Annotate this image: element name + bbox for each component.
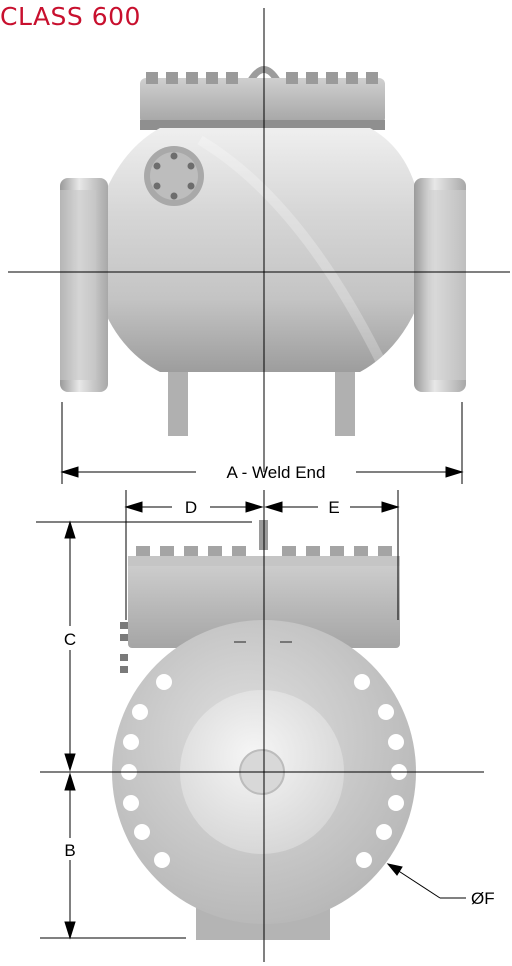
dim-label-d: D xyxy=(185,498,197,517)
dimension-a xyxy=(60,402,464,484)
end-side-bolts xyxy=(120,622,128,673)
page-title: CLASS 600 xyxy=(0,2,141,31)
side-view-valve xyxy=(60,66,466,436)
flange-bolt-holes xyxy=(121,674,407,868)
dimension-c-b xyxy=(36,520,252,940)
bonnet-bolts xyxy=(146,72,378,84)
dim-label-b: B xyxy=(64,841,75,860)
bonnet-cover xyxy=(140,78,385,124)
center-lines xyxy=(8,8,510,962)
support-leg-left xyxy=(168,360,188,436)
dim-label-a: A - Weld End xyxy=(227,463,326,482)
support-leg-right xyxy=(335,360,355,436)
dim-label-c: C xyxy=(64,630,76,649)
dim-label-f: ØF xyxy=(471,889,495,908)
dimension-f xyxy=(386,863,466,899)
dim-label-e: E xyxy=(328,498,339,517)
dimension-d-e xyxy=(124,490,400,620)
